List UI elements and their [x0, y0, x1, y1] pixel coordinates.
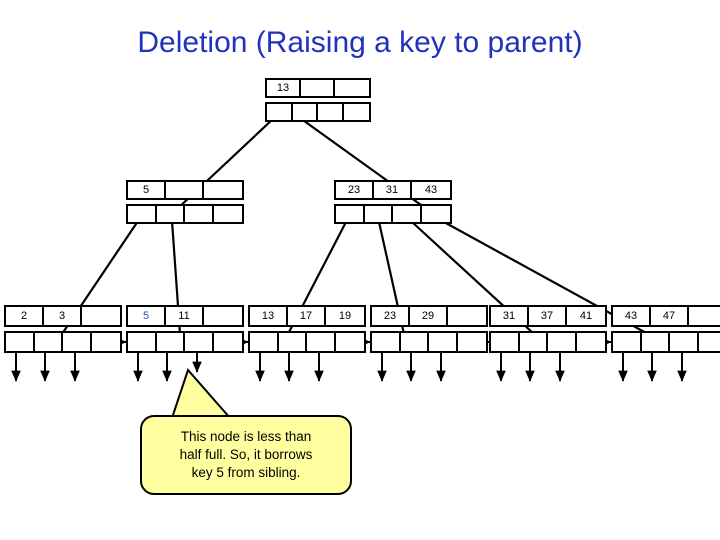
root-node-pointer-row	[265, 102, 371, 122]
leaf-node-2-pointer-row	[126, 331, 244, 353]
leaf-node-6-key-3	[689, 307, 720, 325]
internal-node-left: 5	[126, 180, 244, 226]
root-node-pointer-1	[267, 104, 293, 120]
leaf-node-5-key-1: 31	[491, 307, 529, 325]
leaf-node-6-key-2: 47	[651, 307, 689, 325]
leaf-node-2-key-1: 5	[128, 307, 166, 325]
leaf-node-3-key-3: 19	[326, 307, 364, 325]
leaf-node-4-pointer-3	[429, 333, 458, 351]
leaf-node-3-key-1: 13	[250, 307, 288, 325]
leaf-node-1-pointer-2	[34, 333, 63, 351]
leaf-node-5-pointer-row	[489, 331, 607, 353]
leaf-node-2-pointer-3	[185, 333, 214, 351]
leaf-node-3-pointer-4	[335, 333, 364, 351]
leaf-node-4-key-3	[448, 307, 486, 325]
leaf-node-5-pointer-4	[576, 333, 605, 351]
internal-node-left-key-row: 5	[126, 180, 244, 200]
internal-node-right-key-2: 31	[374, 182, 412, 198]
leaf-node-3-pointer-3	[307, 333, 336, 351]
leaf-node-2-key-3	[204, 307, 242, 325]
leaf-node-4-key-1: 23	[372, 307, 410, 325]
root-node-key-2	[301, 80, 335, 96]
leaf-node-1-pointer-3	[63, 333, 92, 351]
leaf-node-1-key-1: 2	[6, 307, 44, 325]
leaf-node-4-pointer-2	[400, 333, 429, 351]
leaf-node-6-pointer-1	[613, 333, 642, 351]
internal-node-left-key-1: 5	[128, 182, 166, 198]
leaf-node-6-pointer-row	[611, 331, 720, 353]
leaf-node-5-pointer-2	[519, 333, 548, 351]
internal-node-right-key-1: 23	[336, 182, 374, 198]
leaf-node-6-key-1: 43	[613, 307, 651, 325]
internal-node-left-pointer-3	[185, 206, 214, 222]
root-node-pointer-4	[343, 104, 369, 120]
leaf-node-4-pointer-1	[372, 333, 401, 351]
callout-line-1: This node is less than	[180, 428, 312, 444]
internal-node-right-pointer-2	[364, 206, 393, 222]
leaf-node-1-key-3	[82, 307, 120, 325]
callout-line-2: half full. So, it borrows	[179, 446, 313, 462]
leaf-node-1-pointer-4	[91, 333, 120, 351]
root-node-pointer-2	[292, 104, 318, 120]
callout-line-3: key 5 from sibling.	[191, 465, 301, 481]
internal-node-left-pointer-2	[156, 206, 185, 222]
internal-node-left-pointer-1	[128, 206, 157, 222]
root-node-key-3	[335, 80, 369, 96]
internal-node-right-pointer-4	[421, 206, 450, 222]
internal-node-left-pointer-4	[213, 206, 242, 222]
internal-node-left-key-2	[166, 182, 204, 198]
root-node: 13	[265, 78, 371, 124]
leaf-node-4-pointer-4	[457, 333, 486, 351]
page-title: Deletion (Raising a key to parent)	[137, 26, 583, 59]
leaf-node-5-key-3: 41	[567, 307, 605, 325]
leaf-node-4-pointer-row	[370, 331, 488, 353]
leaf-node-3-pointer-2	[278, 333, 307, 351]
internal-node-right-pointer-1	[336, 206, 365, 222]
leaf-node-2-pointer-2	[156, 333, 185, 351]
internal-node-right-pointer-3	[393, 206, 422, 222]
leaf-node-6-pointer-3	[670, 333, 699, 351]
leaf-node-2-pointer-4	[213, 333, 242, 351]
leaf-node-2-pointer-1	[128, 333, 157, 351]
leaf-node-3-pointer-row	[248, 331, 366, 353]
root-node-key-1: 13	[267, 80, 301, 96]
leaf-node-5-pointer-3	[548, 333, 577, 351]
internal-node-left-key-3	[204, 182, 242, 198]
leaf-node-3-pointer-1	[250, 333, 279, 351]
leaf-node-2-key-2: 11	[166, 307, 204, 325]
internal-node-right-pointer-row	[334, 204, 452, 224]
leaf-node-1-pointer-row	[4, 331, 122, 353]
root-node-key-row: 13	[265, 78, 371, 98]
leaf-node-1-key-2: 3	[44, 307, 82, 325]
internal-node-right-key-3: 43	[412, 182, 450, 198]
leaf-node-3-key-2: 17	[288, 307, 326, 325]
leaf-node-6-pointer-4	[698, 333, 720, 351]
root-node-pointer-3	[318, 104, 344, 120]
leaf-node-1-pointer-1	[6, 333, 35, 351]
leaf-node-5-key-2: 37	[529, 307, 567, 325]
leaf-node-5-pointer-1	[491, 333, 520, 351]
leaf-node-4-key-2: 29	[410, 307, 448, 325]
internal-node-left-pointer-row	[126, 204, 244, 224]
leaf-node-6-pointer-2	[641, 333, 670, 351]
callout-bubble: This node is less than half full. So, it…	[140, 415, 352, 495]
